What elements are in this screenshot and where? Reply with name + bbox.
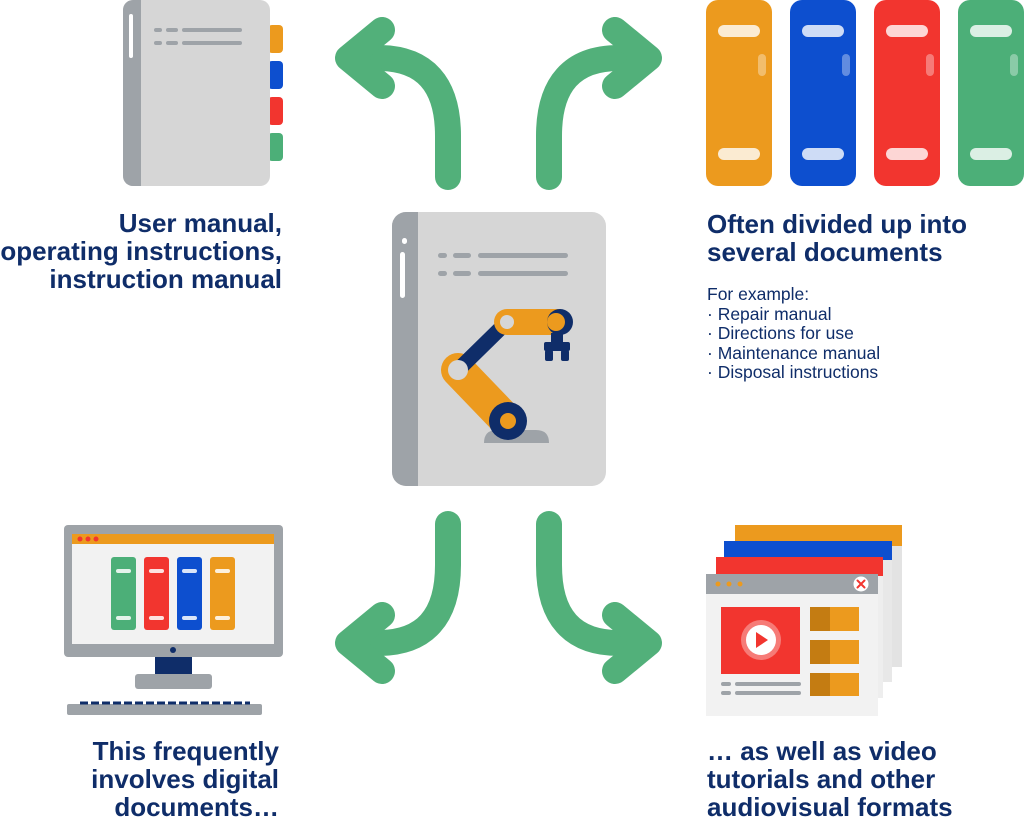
arrow-bottom-right <box>536 511 662 684</box>
examples-list: For example: · Repair manual · Direction… <box>707 284 881 383</box>
binder-blue <box>790 0 856 186</box>
arrow-top-right <box>536 17 662 190</box>
caption-top-left-line-1: User manual, <box>118 208 282 238</box>
robot-arm-manual-icon <box>392 212 606 486</box>
caption-bottom-right: … as well as video tutorials and other a… <box>707 737 953 821</box>
binder-red <box>874 0 940 186</box>
binder-green <box>958 0 1024 186</box>
example-item: · Directions for use <box>707 323 854 343</box>
caption-top-right-line-2: several documents <box>707 237 943 267</box>
binder-orange <box>706 0 772 186</box>
caption-top-left-line-2: operating instructions, <box>0 236 282 266</box>
robot-arm <box>441 309 573 443</box>
caption-top-right: Often divided up into several documents <box>707 210 967 266</box>
caption-top-right-line-1: Often divided up into <box>707 209 967 239</box>
manual-binder-icon <box>123 0 283 186</box>
example-item: · Disposal instructions <box>707 362 879 382</box>
caption-bottom-left-line-1: This frequently <box>92 736 279 766</box>
caption-bottom-left-line-2: involves digital <box>91 764 279 794</box>
caption-top-left-line-3: instruction manual <box>49 264 282 294</box>
caption-bottom-left: This frequently involves digital documen… <box>91 737 279 821</box>
caption-bottom-right-line-1: … as well as video <box>707 736 937 766</box>
arrow-bottom-left <box>335 511 461 684</box>
example-item: · Repair manual <box>707 303 832 324</box>
caption-bottom-right-line-3: audiovisual formats <box>707 792 953 822</box>
video-windows-icon <box>706 525 902 716</box>
caption-top-left: User manual, operating instructions, ins… <box>0 209 282 293</box>
binders-icon <box>706 0 1024 186</box>
examples-intro: For example: <box>707 284 810 304</box>
caption-bottom-right-line-2: tutorials and other <box>707 764 936 794</box>
computer-monitor-icon <box>64 525 283 715</box>
arrow-top-left <box>335 17 461 190</box>
example-item: · Maintenance manual <box>707 342 881 363</box>
arrows <box>335 17 662 684</box>
caption-bottom-left-line-3: documents… <box>114 792 279 822</box>
